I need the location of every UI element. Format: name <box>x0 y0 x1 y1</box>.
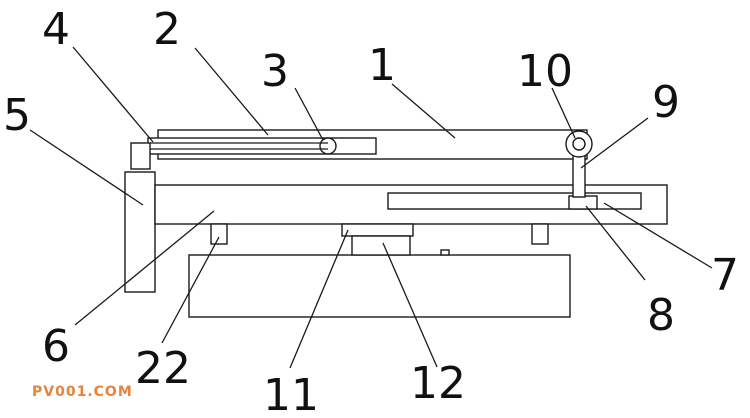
leader-6 <box>74 210 215 326</box>
label-22: 22 <box>135 343 191 394</box>
label-2: 2 <box>153 4 181 55</box>
leader-5 <box>29 129 144 206</box>
part-10-wheel-hub <box>572 137 586 151</box>
leader-4 <box>72 46 154 143</box>
label-10: 10 <box>517 46 573 97</box>
label-4: 4 <box>42 4 70 55</box>
base-block <box>188 254 571 318</box>
label-7: 7 <box>711 250 739 301</box>
label-5: 5 <box>3 90 31 141</box>
label-8: 8 <box>647 290 675 341</box>
part-3-pulley <box>319 137 337 155</box>
part-4-connector <box>130 142 151 170</box>
part-11-plate <box>341 223 414 237</box>
part-7-rail <box>387 192 642 210</box>
base-knob <box>440 249 450 256</box>
leader-8 <box>585 205 646 281</box>
label-12: 12 <box>410 358 466 409</box>
leader-2 <box>194 47 269 136</box>
label-3: 3 <box>261 46 289 97</box>
label-1: 1 <box>368 40 396 91</box>
part-22-foot-right <box>531 223 549 245</box>
leader-7 <box>603 202 713 269</box>
leader-1 <box>391 83 456 139</box>
watermark-text: PV001.COM <box>32 384 133 400</box>
leader-12 <box>382 242 438 368</box>
part-12-turntable <box>351 235 411 256</box>
part-8-slider-block <box>568 195 598 210</box>
leader-11 <box>289 229 349 369</box>
label-6: 6 <box>42 321 70 372</box>
leader-3 <box>294 87 324 141</box>
leader-10 <box>551 87 576 139</box>
leader-9 <box>580 117 649 169</box>
part-22-foot-left <box>210 223 228 245</box>
leader-22 <box>161 236 220 344</box>
part-2-slot <box>147 137 377 155</box>
part-5-post <box>124 171 156 293</box>
label-9: 9 <box>652 77 680 128</box>
label-11: 11 <box>263 370 319 418</box>
